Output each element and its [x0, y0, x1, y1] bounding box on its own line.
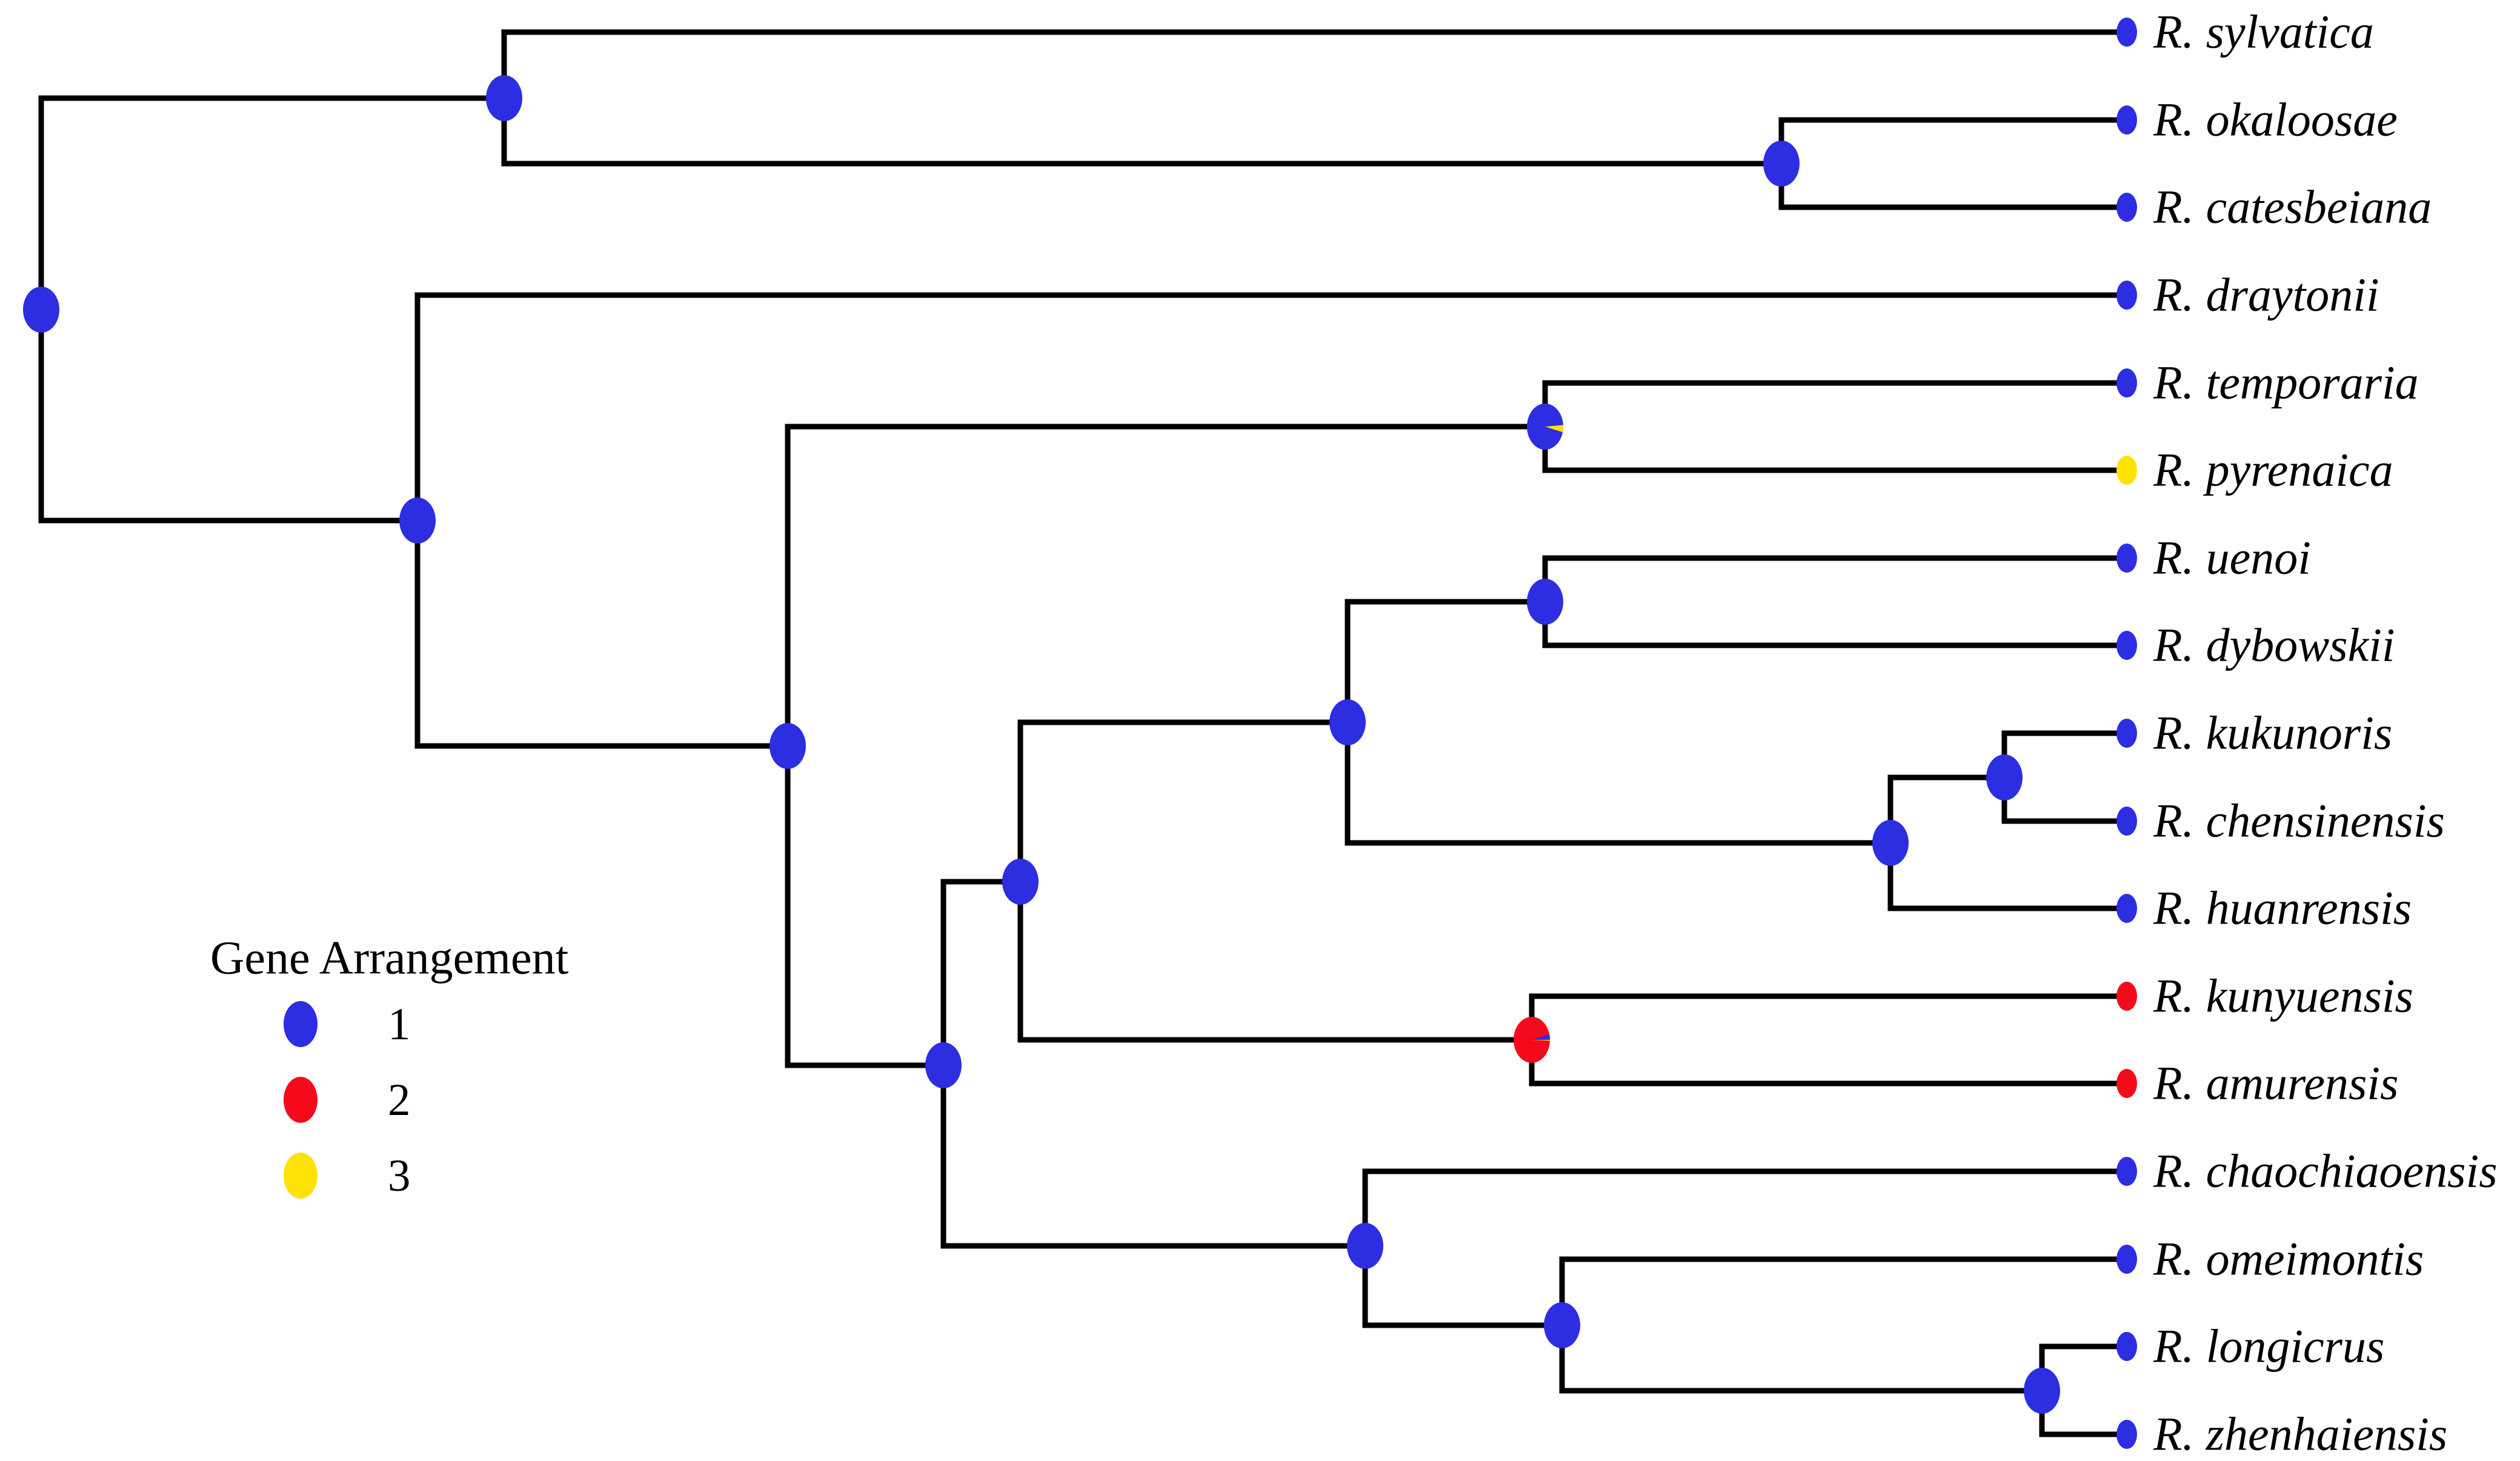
tip-label: R. omeimontis: [2153, 1233, 2424, 1285]
tip-marker: [2116, 982, 2137, 1011]
tip-row: R. catesbeiana: [2116, 181, 2432, 233]
tip-label: R. uenoi: [2153, 531, 2311, 584]
legend-swatch-red-icon: [284, 1077, 317, 1123]
tip-row: R. draytonii: [2116, 268, 2379, 321]
pie-main-slice: [1986, 754, 2023, 800]
tip-marker: [2116, 193, 2137, 222]
legend-item-arrangement-1: 1: [284, 999, 411, 1050]
tip-row: R. pyrenaica: [2116, 444, 2393, 496]
tip-label: R. kukunoris: [2153, 707, 2392, 759]
tip-label: R. longicrus: [2153, 1320, 2384, 1373]
legend-item-arrangement-3: 3: [284, 1151, 411, 1201]
tip-marker: [2116, 1420, 2137, 1449]
legend-swatch-yellow-icon: [284, 1153, 317, 1199]
tip-marker: [2116, 281, 2137, 310]
tip-row: R. temporaria: [2116, 356, 2419, 409]
tip-row: R. zhenhaiensis: [2116, 1408, 2447, 1460]
pie-main-slice: [1763, 141, 1800, 187]
tip-row: R. huanrensis: [2116, 882, 2412, 934]
tip-marker: [2116, 368, 2137, 398]
tip-row: R. amurensis: [2116, 1057, 2398, 1110]
tip-marker: [2116, 1069, 2137, 1098]
tip-row: R. kukunoris: [2116, 707, 2392, 759]
legend: Gene Arrangement 1 2 3: [210, 931, 569, 1201]
pie-main-slice: [1544, 1302, 1580, 1348]
pie-main-slice: [1872, 820, 1909, 866]
legend-items: 1 2 3: [284, 999, 411, 1201]
pie-main-slice: [486, 75, 522, 121]
tip-marker: [2116, 894, 2137, 923]
tip-marker: [2116, 631, 2137, 660]
legend-item-label: 3: [388, 1151, 411, 1201]
legend-item-label: 2: [388, 1075, 411, 1125]
internal-node-pie-east-asian-clade: [925, 1042, 962, 1088]
tip-marker: [2116, 456, 2137, 485]
internal-node-pie-temporaria-pyrenaica: [1527, 404, 1564, 450]
internal-node-pie-kunyuensis-amurensis: [1514, 1017, 1550, 1063]
legend-item-arrangement-2: 2: [284, 1075, 411, 1125]
tip-marker: [2116, 18, 2137, 47]
internal-node-pie-kukunoris-huanrensis: [1872, 820, 1909, 866]
tip-row: R. kunyuensis: [2116, 970, 2413, 1022]
tip-row: R. chaochiaoensis: [2116, 1145, 2498, 1197]
pie-wedge-slice: [1545, 425, 1564, 433]
pie-main-slice: [1329, 699, 1366, 745]
tip-marker: [2116, 544, 2137, 573]
tip-row: R. omeimontis: [2116, 1233, 2424, 1285]
tip-marker: [2116, 807, 2137, 836]
internal-node-pie-longicrus-zhenhaiensis: [2024, 1368, 2060, 1414]
tip-marker: [2116, 105, 2137, 135]
pie-main-slice: [770, 723, 806, 769]
tree: R. sylvatica R. okaloosae R. catesbeianaR.…: [23, 5, 2498, 1460]
pie-main-slice: [23, 287, 59, 333]
tip-row: R. uenoi: [2116, 531, 2311, 584]
pie-wedge-slice: [1532, 1034, 1550, 1040]
pie-main-slice: [2024, 1368, 2060, 1414]
internal-node-pie-draytonii-clade: [399, 498, 436, 544]
tip-marker: [2116, 1245, 2137, 1274]
tip-row: R. sylvatica: [2116, 5, 2374, 58]
internal-node-pie-root: [23, 287, 59, 333]
pie-main-slice: [1527, 579, 1563, 625]
tip-label: R. draytonii: [2153, 268, 2379, 321]
tip-label: R. kunyuensis: [2153, 970, 2413, 1022]
tip-label: R. sylvatica: [2153, 5, 2374, 58]
tip-label: R. zhenhaiensis: [2153, 1408, 2447, 1460]
internal-node-pie-sylvatica-clade: [486, 75, 522, 121]
internal-node-pie-chaochiaoensis-clade: [1347, 1223, 1383, 1269]
tip-row: R. chensinensis: [2116, 794, 2445, 847]
tip-label: R. huanrensis: [2153, 882, 2412, 934]
tip-label: R. amurensis: [2153, 1057, 2398, 1110]
tip-row: R. longicrus: [2116, 1320, 2384, 1373]
tip-label: R. pyrenaica: [2153, 444, 2393, 496]
pie-main-slice: [399, 498, 436, 544]
legend-item-label: 1: [388, 999, 411, 1050]
tip-label: R. temporaria: [2153, 356, 2419, 409]
tip-marker: [2116, 1157, 2137, 1186]
pie-main-slice: [1347, 1223, 1383, 1269]
tip-label: R. dybowskii: [2153, 619, 2395, 671]
legend-swatch-blue-icon: [284, 1001, 317, 1047]
tip-row: R. dybowskii: [2116, 619, 2395, 671]
pie-main-slice: [925, 1042, 962, 1088]
tip-label: R. okaloosae: [2153, 93, 2398, 146]
tip-label: R. catesbeiana: [2153, 181, 2432, 233]
legend-title: Gene Arrangement: [210, 931, 569, 984]
internal-node-pie-okaloosae-catesbeiana: [1763, 141, 1800, 187]
internal-node-pie-omeimontis-clade: [1544, 1302, 1580, 1348]
tip-marker: [2116, 719, 2137, 748]
internal-node-pie-uenoi-dybowskii: [1527, 579, 1563, 625]
internal-node-pie-kukunoris-chensinensis: [1986, 754, 2023, 800]
tip-row: R. okaloosae: [2116, 93, 2398, 146]
pie-main-slice: [1002, 859, 1039, 905]
internal-node-pie-brown-frog-clade: [770, 723, 806, 769]
tip-label: R. chaochiaoensis: [2153, 1145, 2498, 1197]
internal-node-pie-dybowskii-group: [1002, 859, 1039, 905]
tip-marker: [2116, 1332, 2137, 1361]
tip-label: R. chensinensis: [2153, 794, 2445, 847]
internal-node-pie-uenoi-huanrensis: [1329, 699, 1366, 745]
